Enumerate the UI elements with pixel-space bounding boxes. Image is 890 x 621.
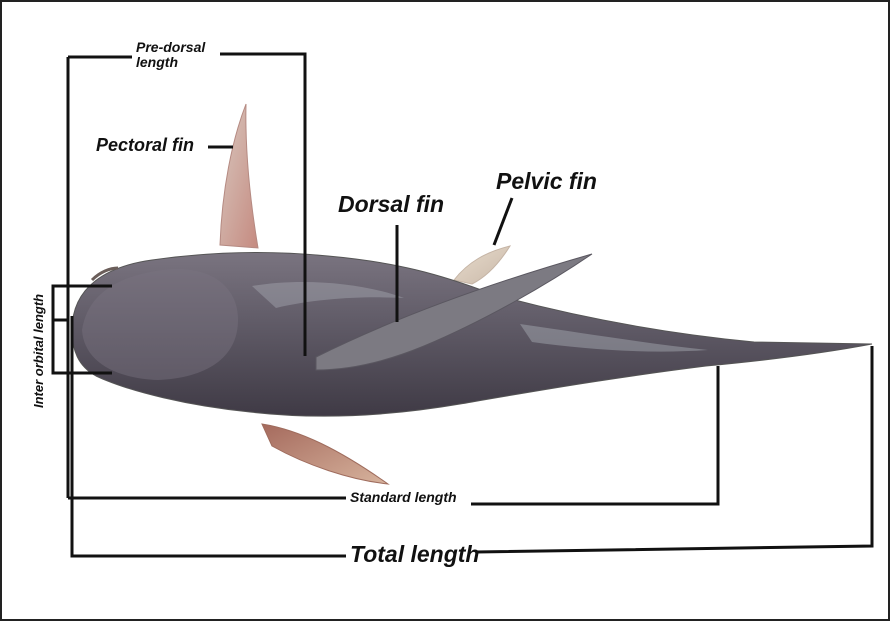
- pelvic-pointer: [494, 198, 512, 245]
- standard-length-label: Standard length: [350, 490, 457, 505]
- lower-pectoral-fin: [262, 424, 388, 484]
- pre-dorsal-label: Pre-dorsal length: [136, 40, 205, 69]
- upper-pectoral-fin: [220, 104, 258, 248]
- pectoral-fin-label: Pectoral fin: [96, 136, 194, 155]
- pelvic-fin-label: Pelvic fin: [496, 169, 597, 193]
- inter-orbital-label: Inter orbital length: [31, 294, 46, 408]
- pelvic-fin-shape: [454, 246, 510, 284]
- dorsal-fin-label: Dorsal fin: [338, 192, 444, 216]
- total-length-label: Total length: [350, 542, 479, 566]
